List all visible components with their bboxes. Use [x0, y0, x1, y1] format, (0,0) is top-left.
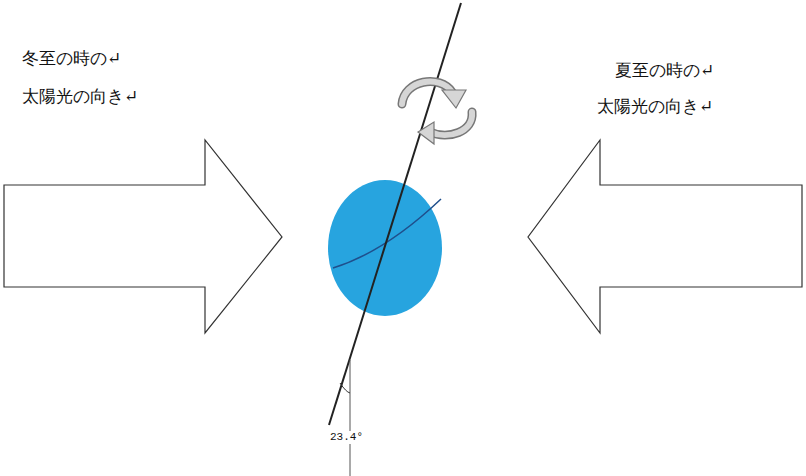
- rotation-arrow-top: [402, 82, 466, 108]
- angle-arc: [340, 383, 350, 393]
- rotation-arrow-bottom: [418, 112, 472, 144]
- equator-line: [333, 199, 441, 268]
- sunlight-caption: 太陽光の向き↵: [597, 96, 713, 116]
- earth-axis: [329, 3, 461, 425]
- sunlight-arrow-summer: [528, 140, 802, 333]
- season-caption: 冬至の時の↵: [22, 48, 121, 68]
- sunlight-caption: 太陽光の向き↵: [22, 86, 138, 106]
- tilt-angle-label: 23.4°: [329, 431, 364, 444]
- sunlight-arrow-winter: [4, 140, 282, 333]
- vertical-reference: [350, 360, 351, 476]
- season-caption: 夏至の時の↵: [615, 60, 714, 80]
